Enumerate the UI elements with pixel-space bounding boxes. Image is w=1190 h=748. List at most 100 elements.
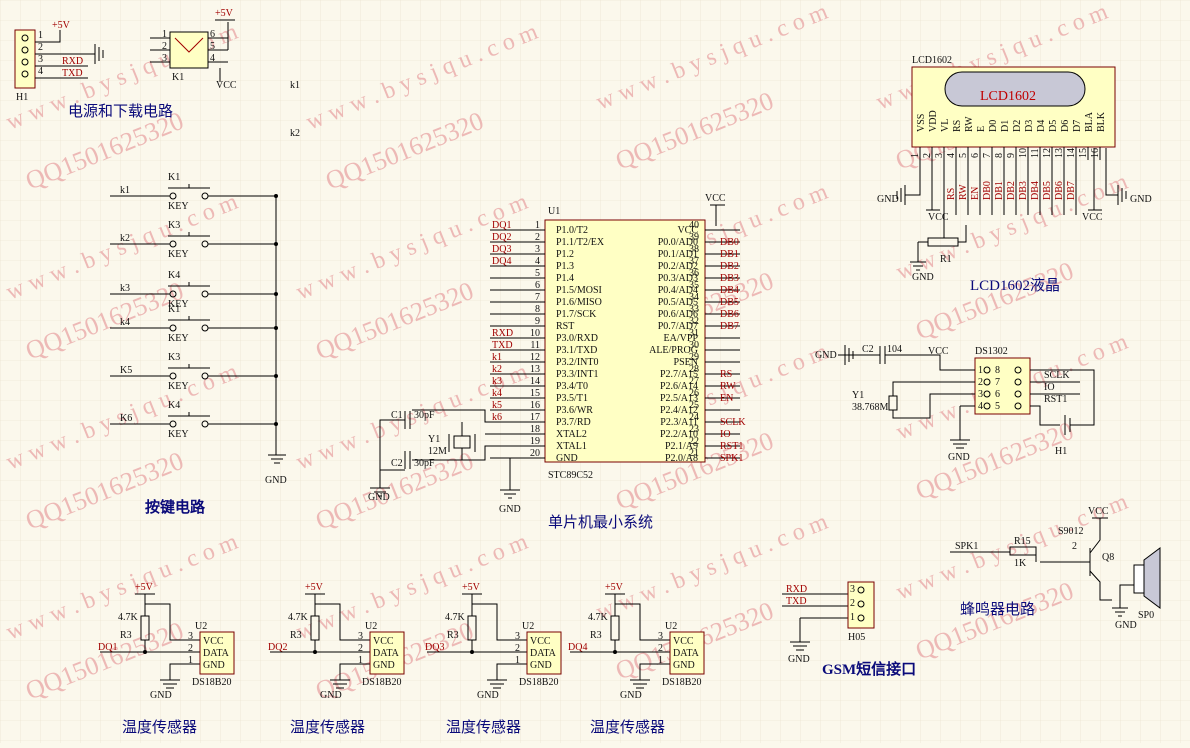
lcd-pin-name-8: D1 (1000, 120, 1011, 132)
lcd-pin-num-14: 14 (1066, 148, 1077, 158)
mcu-pin-12: 12 (530, 352, 540, 363)
key-contact (169, 324, 177, 332)
junction-dot (143, 650, 147, 654)
ds1302-h1-ref: H1 (1055, 446, 1067, 457)
junction-dot (274, 374, 278, 378)
mcu-pin-39: 39 (689, 232, 699, 243)
junction-dot (274, 292, 278, 296)
ds1302-gnd-label: GND (815, 350, 837, 361)
mcu-section: U1 STC89C52 VCC C1 30pF C2 30pF Y1 12M G… (368, 193, 746, 531)
temp2-pin-3: 3 (358, 631, 363, 642)
lcd-r1-ref: R1 (940, 254, 952, 265)
mcu-pin-25: 25 (689, 400, 699, 411)
lcd-net-RS: RS (946, 188, 957, 200)
h1-rxd-label: RXD (62, 56, 83, 67)
mcu-pin-9: 9 (535, 316, 540, 327)
key-wire (110, 232, 276, 245)
temp4-pin-1: 1 (658, 655, 663, 666)
y1-ref: Y1 (428, 434, 440, 445)
net-k1-label: k1 (290, 80, 300, 91)
temp4-pin-3: 3 (658, 631, 663, 642)
temp2-chip (369, 631, 405, 675)
lcd-pin-num-10: 10 (1018, 148, 1029, 158)
mcu-pin-15: 15 (530, 388, 540, 399)
lcd-pin-num-11: 11 (1030, 148, 1041, 158)
key-net-label-2: k2 (120, 233, 130, 244)
lcd-window-label: LCD1602 (980, 89, 1036, 104)
mcu-pin-name-32: P0.7/AD7 (658, 321, 698, 332)
ds1302-pin-pad (1014, 402, 1022, 410)
k1-pin-4: 4 (210, 53, 215, 64)
ds1302-net-sclk: SCLK (1044, 370, 1070, 381)
lcd-net-DB4: DB4 (1030, 181, 1041, 200)
temp3-pin-1: 1 (515, 655, 520, 666)
mcu-pin-name-10: P3.0/RXD (556, 333, 598, 344)
lcd-pin-num-8: 8 (994, 153, 1005, 158)
h1-pin-2: 2 (38, 42, 43, 53)
buzzer-transistor-ref: Q8 (1102, 552, 1114, 563)
lcd-net-DB0: DB0 (982, 181, 993, 200)
buzzer-caption: 蜂鸣器电路 (960, 601, 1035, 618)
mcu-pin-26: 26 (689, 388, 699, 399)
ds1302-pin-pad (983, 378, 991, 386)
mcu-net-SPK1: SPK1 (720, 453, 743, 464)
mcu-pin-29: 29 (689, 352, 699, 363)
mcu-pin-name-3: P1.2 (556, 249, 574, 260)
temp4-vcc: +5V (605, 582, 624, 593)
key-ref-4: K1 (168, 304, 180, 315)
mcu-pin-name-28: P2.7/A15 (660, 369, 698, 380)
key-net-label-4: k4 (120, 317, 130, 328)
temp3-pin-2: 2 (515, 643, 520, 654)
mcu-pin-name-5: P1.4 (556, 273, 574, 284)
junction-dot (613, 650, 617, 654)
mcu-pin-name-14: P3.4/T0 (556, 381, 588, 392)
mcu-pin-name-37: P0.2/AD2 (658, 261, 698, 272)
mcu-pin-27: 27 (689, 376, 699, 387)
y1-value: 12M (428, 446, 447, 457)
lcd-caption: LCD1602液晶 (970, 277, 1060, 294)
mcu-net-RST1: RST1 (720, 441, 743, 452)
buzzer-transistor-part: S9012 (1058, 526, 1084, 537)
temp4-pin-2: 2 (658, 643, 663, 654)
mcu-pin-name-4: P1.3 (556, 261, 574, 272)
k1-pin-1: 1 (162, 29, 167, 40)
mcu-net-k2: k2 (492, 364, 502, 375)
mcu-net-DB0: DB0 (720, 237, 739, 248)
temp4-chip (669, 631, 705, 675)
h1-pin-1: 1 (38, 30, 43, 41)
mcu-pin-name-24: P2.3/A11 (660, 417, 698, 428)
temp3-net: DQ3 (425, 642, 444, 653)
gsm-caption: GSM短信接口 (822, 660, 916, 678)
key-contact (169, 240, 177, 248)
ds1302-pin-pad (983, 402, 991, 410)
lcd-net-DB3: DB3 (1018, 181, 1029, 200)
temp4-gnd: GND (620, 690, 642, 701)
c2-ref: C2 (391, 458, 403, 469)
lcd-pin-num-16: 16 (1090, 148, 1101, 158)
mcu-net-TXD: TXD (492, 340, 513, 351)
key-contact (201, 372, 209, 380)
ds1302-pin-pad (1014, 390, 1022, 398)
k1-switch-body (169, 31, 209, 69)
temp3-caption: 温度传感器 (446, 719, 521, 736)
mcu-pin-5: 5 (535, 268, 540, 279)
temp4-rvalue: 4.7K (588, 612, 609, 623)
h1-vcc-label: +5V (52, 20, 71, 31)
mcu-pin-name-15: P3.5/T1 (556, 393, 588, 404)
lcd-gnd-pot: GND (912, 272, 934, 283)
temp2-caption: 温度传感器 (290, 719, 365, 736)
mcu-pin-22: 22 (689, 436, 699, 447)
h1-pin-4: 4 (38, 66, 43, 77)
temp1-vcc: +5V (135, 582, 154, 593)
buzzer-vcc-label: VCC (1088, 506, 1109, 517)
mcu-net-DB1: DB1 (720, 249, 739, 260)
temp-resistor (140, 615, 150, 641)
temp1-chip (199, 631, 235, 675)
mcu-net-EN: EN (720, 393, 733, 404)
temp4-rref: R3 (590, 630, 602, 641)
mcu-pin-name-2: P1.1/T2/EX (556, 237, 605, 248)
mcu-pin-36: 36 (689, 268, 699, 279)
lcd-pin-name-1: VSS (916, 114, 927, 132)
